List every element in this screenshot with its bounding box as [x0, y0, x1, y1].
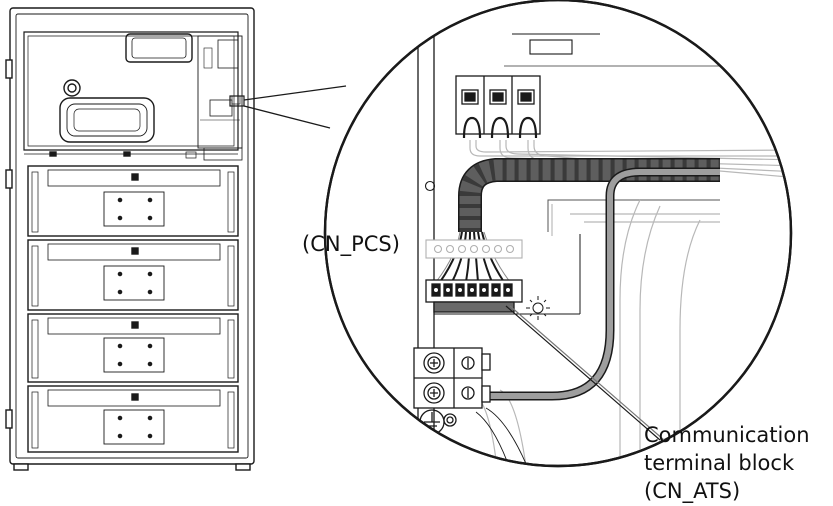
led-icon	[526, 296, 550, 320]
cn-pcs-label: (CN_PCS)	[302, 232, 400, 256]
cn-ats-leader	[505, 305, 665, 441]
battery-module-1	[27, 165, 239, 237]
communication-label-line1: Communication	[644, 423, 810, 447]
top-terminal-block	[455, 75, 541, 139]
battery-module-3	[27, 313, 239, 383]
magnified-view	[323, 0, 793, 468]
callout-leader	[229, 85, 347, 129]
cn-pcs-terminal-block	[425, 279, 523, 313]
battery-module-2	[27, 239, 239, 311]
cn-ats-cable	[484, 167, 720, 401]
battery-module-4	[27, 385, 239, 453]
communication-label-line3: (CN_ATS)	[644, 479, 741, 503]
ground-terminal-block	[413, 347, 491, 409]
communication-terminal-label: Communication terminal block (CN_ATS)	[644, 421, 810, 505]
battery-cabinet	[5, 7, 255, 471]
communication-label-line2: terminal block	[644, 451, 795, 475]
